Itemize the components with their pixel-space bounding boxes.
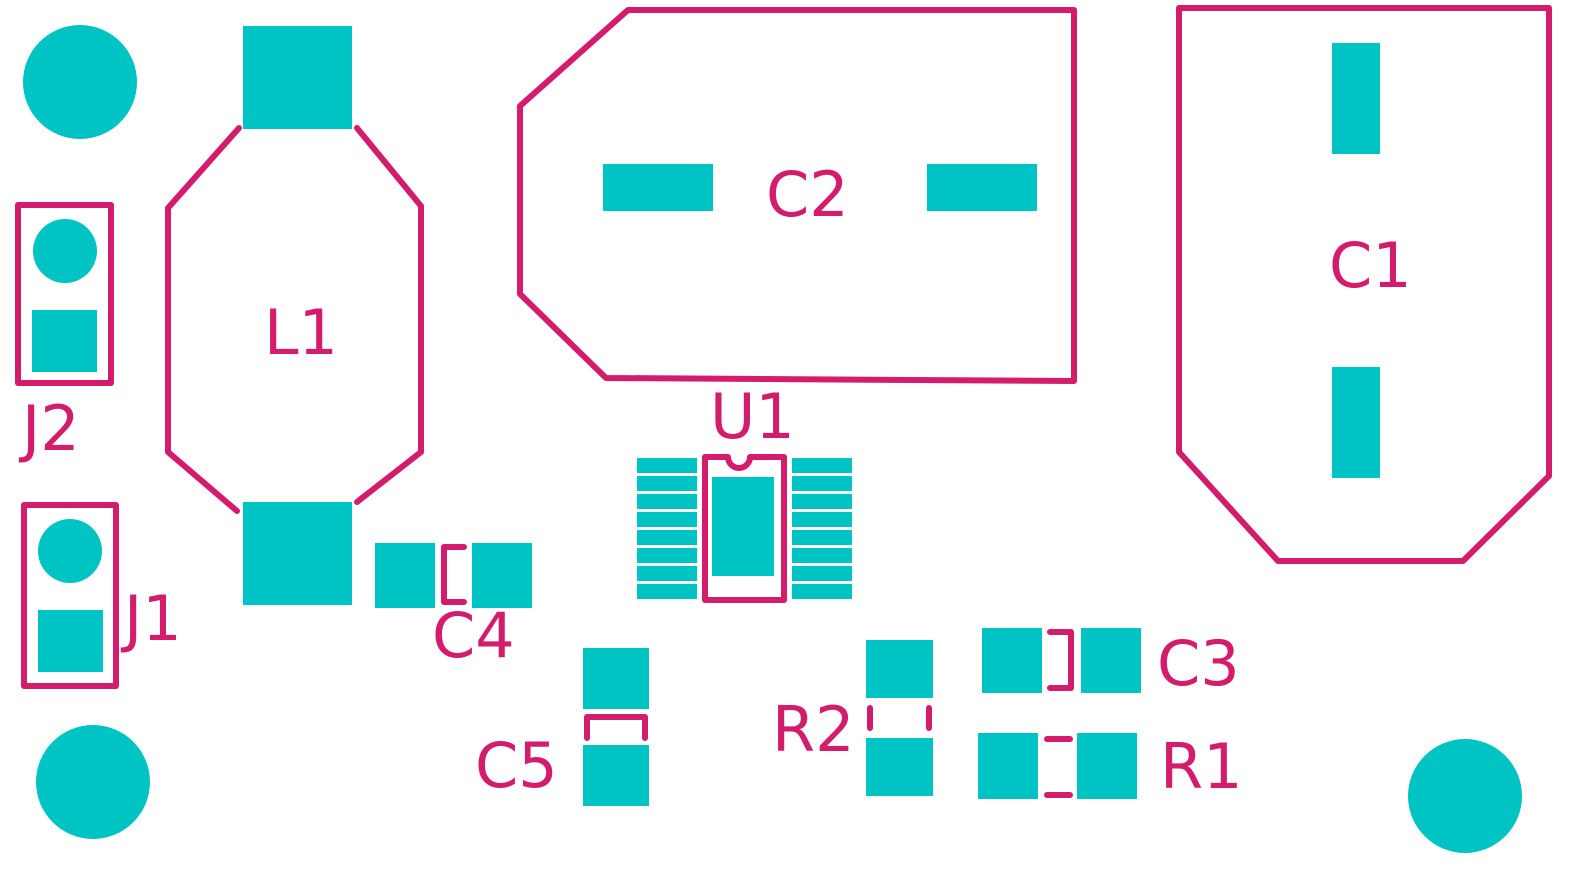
l1-pad-top[interactable]: [243, 26, 352, 129]
r1-pad-left[interactable]: [978, 733, 1038, 799]
u1-pin[interactable]: [637, 584, 697, 599]
j2-label: J2: [18, 392, 80, 465]
c4-pad-left[interactable]: [375, 543, 435, 608]
resistor-r1[interactable]: R1: [978, 730, 1243, 803]
r2-pad-bottom[interactable]: [866, 738, 933, 796]
r1-pad-right[interactable]: [1077, 733, 1137, 799]
u1-pin[interactable]: [637, 566, 697, 581]
u1-pin[interactable]: [792, 512, 852, 527]
c3-polarity-mark: [1047, 629, 1074, 691]
u1-pins-right: [792, 458, 852, 599]
c5-pad-top[interactable]: [583, 648, 649, 709]
l1-pad-bottom[interactable]: [243, 502, 352, 605]
c3-pad-right[interactable]: [1081, 628, 1141, 693]
c3-label: C3: [1157, 627, 1240, 700]
u1-pins-left: [637, 458, 697, 599]
capacitor-c1[interactable]: C1: [1176, 5, 1552, 564]
c3-pad-left[interactable]: [982, 628, 1042, 693]
u1-pin[interactable]: [637, 494, 697, 509]
j1-pad-square[interactable]: [38, 610, 103, 672]
r2-pad-top[interactable]: [866, 640, 933, 698]
c5-polarity-mark: [584, 714, 648, 741]
resistor-r2[interactable]: R2: [772, 640, 933, 796]
c2-pad-right[interactable]: [927, 164, 1037, 211]
u1-label: U1: [710, 380, 795, 453]
mounting-hole-bottom-left: [36, 725, 150, 839]
u1-pin[interactable]: [792, 548, 852, 563]
u1-pin[interactable]: [792, 584, 852, 599]
r1-label: R1: [1160, 730, 1243, 803]
c2-outline: [517, 7, 1077, 384]
c4-polarity-mark: [441, 544, 467, 605]
u1-pin[interactable]: [637, 476, 697, 491]
r2-label: R2: [772, 693, 855, 766]
u1-thermal-pad[interactable]: [712, 477, 774, 576]
c2-pad-left[interactable]: [603, 164, 713, 211]
c1-pad-bottom[interactable]: [1332, 367, 1380, 478]
u1-pin[interactable]: [637, 548, 697, 563]
j2-outline: [15, 202, 114, 386]
c1-label: C1: [1329, 229, 1412, 302]
u1-pin[interactable]: [792, 458, 852, 473]
connector-j1[interactable]: J1: [21, 502, 182, 689]
j2-pad-round[interactable]: [33, 219, 97, 283]
u1-pin[interactable]: [637, 458, 697, 473]
j2-pad-square[interactable]: [32, 310, 97, 372]
c5-pad-bottom[interactable]: [583, 745, 649, 806]
u1-pin[interactable]: [792, 530, 852, 545]
u1-pin[interactable]: [792, 566, 852, 581]
u1-pin[interactable]: [637, 512, 697, 527]
l1-label: L1: [264, 296, 338, 369]
ic-u1[interactable]: U1: [637, 380, 852, 603]
mounting-hole-bottom-right: [1408, 739, 1522, 853]
capacitor-c2[interactable]: C2: [517, 7, 1077, 384]
u1-outline: [702, 454, 787, 603]
c5-label: C5: [475, 729, 558, 802]
mounting-hole-top-left: [23, 25, 137, 139]
j1-pad-round[interactable]: [38, 519, 102, 583]
inductor-l1[interactable]: L1: [165, 26, 424, 605]
l1-outline-left: [165, 125, 242, 514]
capacitor-c5[interactable]: C5: [475, 648, 649, 806]
c1-pad-top[interactable]: [1332, 43, 1380, 154]
c4-pad-right[interactable]: [472, 543, 532, 608]
c4-label: C4: [432, 599, 515, 672]
capacitor-c3[interactable]: C3: [982, 627, 1240, 700]
c1-outline: [1176, 5, 1552, 564]
u1-pin[interactable]: [637, 530, 697, 545]
j1-label: J1: [120, 582, 182, 655]
l1-outline-right: [354, 125, 424, 505]
j1-outline: [21, 502, 119, 689]
u1-pin[interactable]: [792, 494, 852, 509]
capacitor-c4[interactable]: C4: [375, 543, 532, 672]
c2-label: C2: [766, 158, 849, 231]
connector-j2[interactable]: J2: [15, 202, 114, 465]
u1-pin[interactable]: [792, 476, 852, 491]
